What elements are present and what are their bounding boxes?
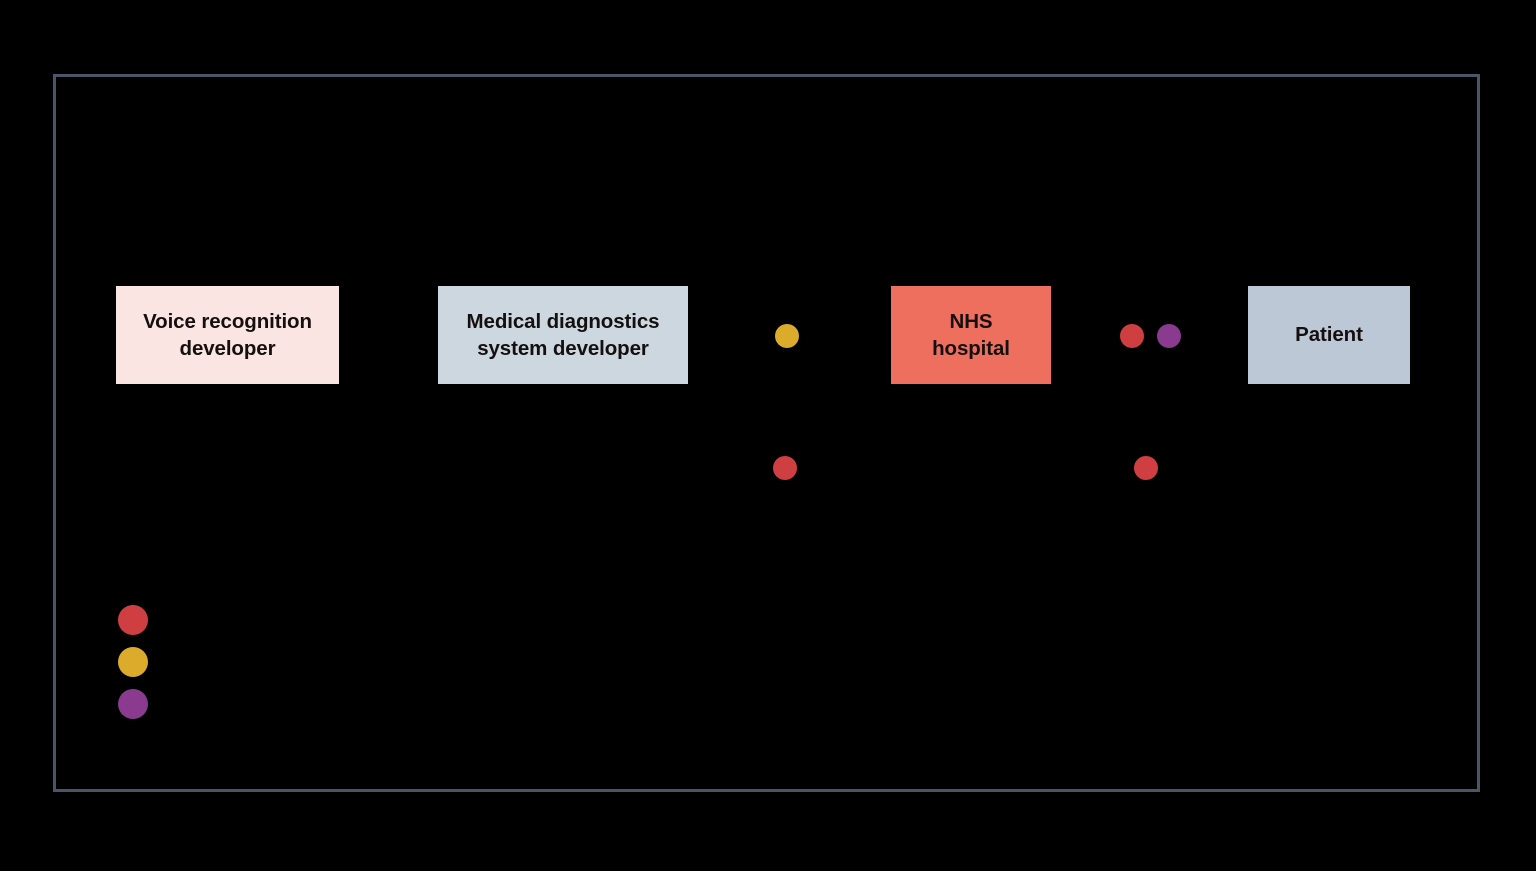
flow-marker-purple-upper-right-icon[interactable] <box>1157 324 1181 348</box>
actor-box-nhs-hospital[interactable]: NHS hospital <box>891 286 1051 384</box>
actor-label-voice-recognition-developer: Voice recognition developer <box>143 309 312 360</box>
legend-swatch-purple-icon <box>118 689 148 719</box>
actor-box-voice-recognition-developer[interactable]: Voice recognition developer <box>116 286 339 384</box>
actor-label-nhs-hospital: NHS hospital <box>932 309 1010 360</box>
actor-box-medical-diagnostics-system-developer[interactable]: Medical diagnostics system developer <box>438 286 688 384</box>
legend-swatch-red-icon <box>118 605 148 635</box>
actor-label-patient: Patient <box>1295 323 1363 347</box>
actor-box-patient[interactable]: Patient <box>1248 286 1410 384</box>
flow-marker-red-lower-left-icon[interactable] <box>773 456 797 480</box>
flow-marker-red-upper-right-icon[interactable] <box>1120 324 1144 348</box>
diagram-frame <box>53 74 1480 792</box>
legend-swatch-gold-icon <box>118 647 148 677</box>
actor-label-medical-diagnostics-system-developer: Medical diagnostics system developer <box>466 309 660 360</box>
flow-marker-red-lower-right-icon[interactable] <box>1134 456 1158 480</box>
flow-marker-gold-upper-left-icon[interactable] <box>775 324 799 348</box>
